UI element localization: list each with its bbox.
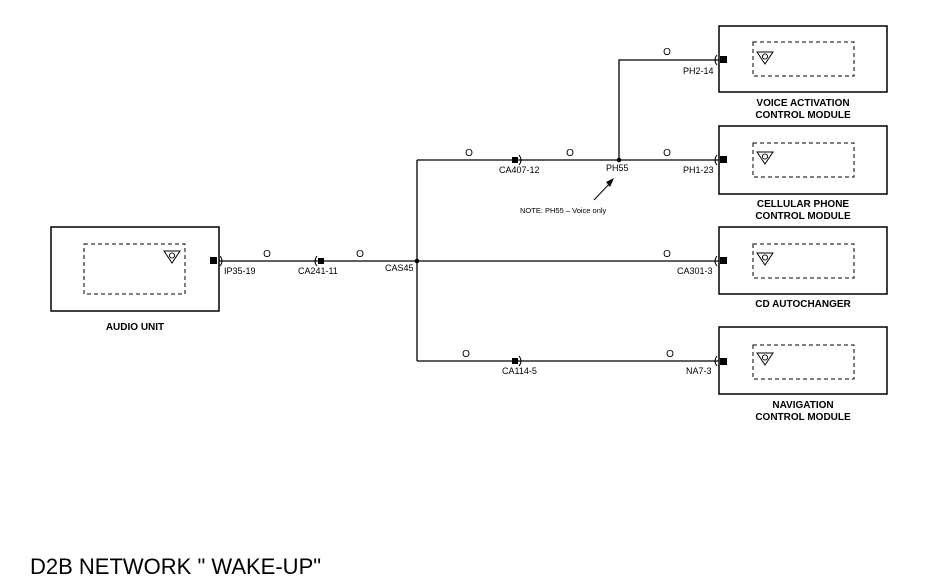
wiring bbox=[219, 59, 719, 362]
cellular-phone-label-2: CONTROL MODULE bbox=[755, 211, 851, 222]
connector-ip35 bbox=[219, 255, 223, 267]
navigation-label-1: NAVIGATION bbox=[772, 400, 833, 411]
wire-color-code: O bbox=[663, 249, 671, 260]
splice-cas45-icon bbox=[414, 258, 420, 264]
wire-color-code: O bbox=[566, 148, 574, 159]
connector-pin-icon bbox=[720, 257, 727, 264]
audio-unit-label: AUDIO UNIT bbox=[106, 322, 164, 333]
voice-activation-label-2: CONTROL MODULE bbox=[755, 110, 851, 121]
arrow-icon bbox=[606, 178, 614, 187]
connector-label-na7: NA7-3 bbox=[686, 366, 712, 376]
ground-symbol-icon bbox=[756, 151, 774, 165]
voice-activation-wire bbox=[618, 59, 719, 160]
ground-symbol-icon bbox=[756, 51, 774, 65]
navigation-module: NAVIGATION CONTROL MODULE bbox=[718, 326, 888, 423]
inline-connector-ca241 bbox=[314, 255, 324, 267]
ground-symbol-icon bbox=[756, 352, 774, 366]
cellular-phone-module: CELLULAR PHONE CONTROL MODULE bbox=[718, 125, 888, 222]
wire-color-code: O bbox=[663, 47, 671, 58]
connector-label-ip35: IP35-19 bbox=[224, 266, 256, 276]
voice-activation-label-1: VOICE ACTIVATION bbox=[756, 98, 849, 109]
connector-label-ph2: PH2-14 bbox=[683, 66, 714, 76]
connector-label-ca301: CA301-3 bbox=[677, 266, 713, 276]
ph55-note-text: NOTE: PH55 – Voice only bbox=[520, 206, 607, 215]
connector-label-cas45: CAS45 bbox=[385, 263, 414, 273]
connector-pin-icon bbox=[720, 56, 727, 63]
splice-ph55-icon bbox=[616, 157, 622, 163]
wire-color-code: O bbox=[465, 148, 473, 159]
voice-activation-module: VOICE ACTIVATION CONTROL MODULE bbox=[718, 25, 888, 121]
page-title: D2B NETWORK " WAKE-UP" bbox=[30, 554, 321, 579]
ph55-note: NOTE: PH55 – Voice only bbox=[520, 178, 614, 215]
connector-label-ca407: CA407-12 bbox=[499, 165, 540, 175]
inline-connector-ca114 bbox=[512, 355, 522, 367]
wire-color-code: O bbox=[263, 249, 271, 260]
cd-autochanger-module: CD AUTOCHANGER bbox=[718, 226, 888, 310]
wire-color-code: O bbox=[666, 349, 674, 360]
connector-label-ph1: PH1-23 bbox=[683, 165, 714, 175]
wire-color-code: O bbox=[663, 148, 671, 159]
connector-label-ph55: PH55 bbox=[606, 163, 629, 173]
inline-connector-ca407 bbox=[512, 154, 522, 166]
wire-color-code: O bbox=[462, 349, 470, 360]
connector-label-ca114: CA114-5 bbox=[502, 366, 537, 376]
connector-pin-icon bbox=[720, 156, 727, 163]
connector-pin-icon bbox=[720, 358, 727, 365]
connector-pin-icon bbox=[210, 257, 217, 264]
navigation-label-2: CONTROL MODULE bbox=[755, 412, 851, 423]
connector-module-inputs bbox=[714, 54, 718, 367]
cellular-phone-label-1: CELLULAR PHONE bbox=[757, 199, 850, 210]
ground-symbol-icon bbox=[163, 250, 181, 264]
connector-label-ca241: CA241-11 bbox=[298, 266, 338, 276]
audio-unit-module: AUDIO UNIT bbox=[50, 226, 220, 333]
ground-symbol-icon bbox=[756, 252, 774, 266]
cd-autochanger-label: CD AUTOCHANGER bbox=[755, 299, 851, 310]
wire-color-code: O bbox=[356, 249, 364, 260]
